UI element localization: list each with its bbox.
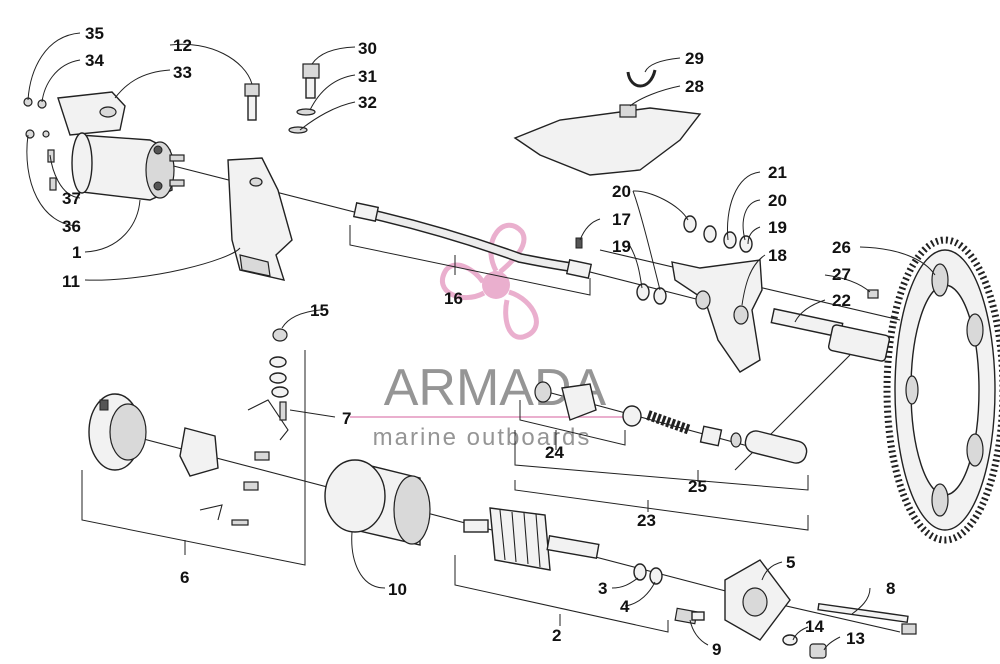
callout-2: 2 — [552, 626, 561, 645]
callout-32: 32 — [358, 93, 377, 112]
screw-9 — [674, 607, 705, 625]
callout-18: 18 — [768, 246, 787, 265]
ring-gear-26 — [867, 236, 1000, 544]
battery-cable-16 — [352, 202, 593, 279]
callout-27: 27 — [832, 265, 851, 284]
washer-set-19-21 — [636, 215, 753, 305]
brush-plate — [179, 427, 270, 526]
callout-7: 7 — [342, 409, 351, 428]
solenoid-group — [23, 91, 185, 201]
callout-37: 37 — [62, 189, 81, 208]
thru-bolt-8 — [817, 602, 917, 635]
bendix-assembly — [534, 381, 808, 464]
callout-15: 15 — [310, 301, 329, 320]
callout-33: 33 — [173, 63, 192, 82]
callout-13: 13 — [846, 629, 865, 648]
callout-20b: 20 — [768, 191, 787, 210]
callout-35: 35 — [85, 24, 104, 43]
callout-numbers: 35 34 33 12 30 31 32 37 36 1 11 29 28 21… — [62, 24, 895, 659]
callout-34: 34 — [85, 51, 104, 70]
end-cap-6 — [88, 393, 147, 471]
callout-17: 17 — [612, 210, 631, 229]
washer-14 — [782, 634, 798, 646]
callout-22: 22 — [832, 291, 851, 310]
callout-36: 36 — [62, 217, 81, 236]
end-plate-5 — [724, 559, 791, 641]
callout-6: 6 — [180, 568, 189, 587]
watermark-tagline: marine outboards — [373, 424, 592, 451]
bracket-28 — [513, 104, 702, 176]
bolt-30-group — [288, 63, 320, 134]
armature-2 — [463, 507, 600, 571]
armada-watermark: ARMADA marine outboards — [350, 222, 640, 451]
washers-3-4 — [633, 563, 663, 585]
callout-leaders — [26, 32, 936, 651]
callout-19b: 19 — [768, 218, 787, 237]
callout-1: 1 — [72, 243, 81, 262]
callout-21: 21 — [768, 163, 787, 182]
callout-5: 5 — [786, 553, 795, 572]
callout-23: 23 — [637, 511, 656, 530]
clip-29 — [626, 69, 657, 88]
callout-10: 10 — [388, 580, 407, 599]
callout-14: 14 — [805, 617, 824, 636]
callout-16: 16 — [444, 289, 463, 308]
bracket-11 — [227, 157, 293, 281]
callout-31: 31 — [358, 67, 377, 86]
callout-12: 12 — [173, 36, 192, 55]
callout-20a: 20 — [612, 182, 631, 201]
callout-19a: 19 — [612, 237, 631, 256]
callout-29: 29 — [685, 49, 704, 68]
callout-9: 9 — [712, 640, 721, 659]
callout-26: 26 — [832, 238, 851, 257]
callout-3: 3 — [598, 579, 607, 598]
bolt-12 — [244, 83, 260, 121]
mount-bracket-18 — [671, 259, 763, 373]
callout-30: 30 — [358, 39, 377, 58]
terminal-kit-7 — [247, 328, 289, 441]
callout-4: 4 — [620, 597, 630, 616]
callout-25: 25 — [688, 477, 707, 496]
callout-28: 28 — [685, 77, 704, 96]
field-housing-10 — [324, 459, 431, 546]
callout-24: 24 — [545, 443, 564, 462]
drive-shaft-22 — [770, 308, 891, 362]
grouping-brackets — [81, 225, 809, 633]
callout-8: 8 — [886, 579, 895, 598]
nut-13 — [809, 643, 827, 659]
callout-11: 11 — [62, 272, 80, 291]
